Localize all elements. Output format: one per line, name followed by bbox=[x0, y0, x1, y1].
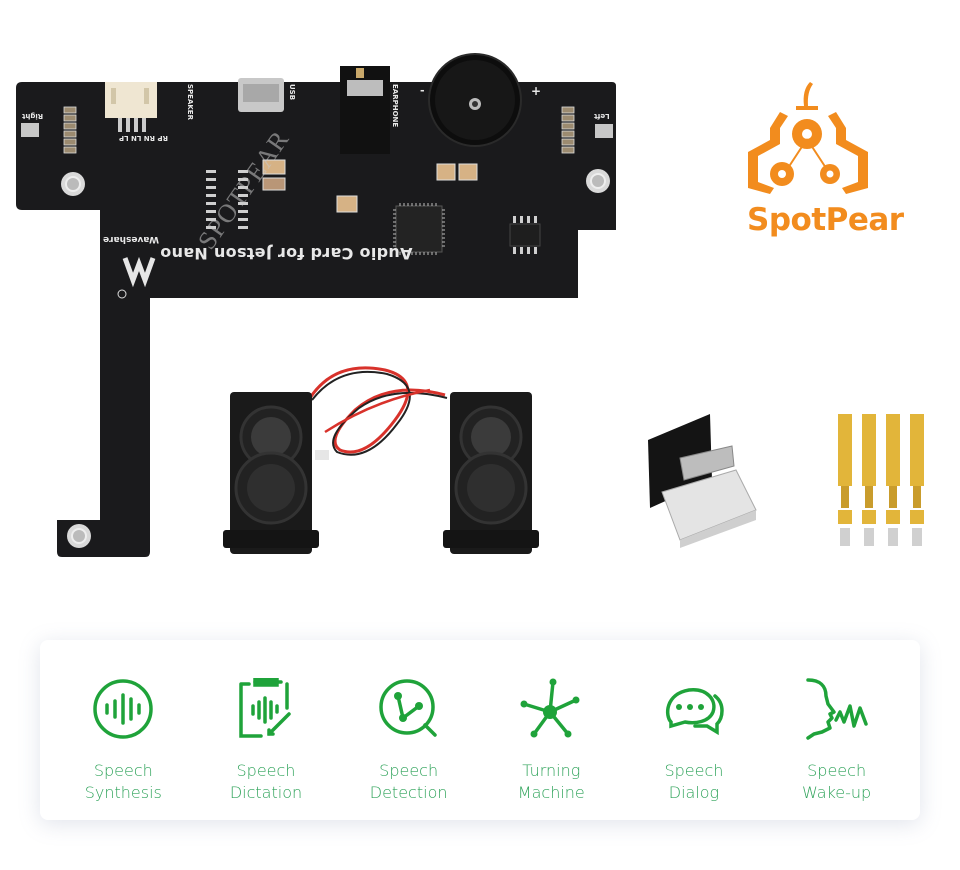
feature-speech-wake-up: Speech Wake-up bbox=[767, 674, 907, 804]
label-speaker: SPEAKER bbox=[186, 84, 194, 120]
feature-label-line1: Speech bbox=[807, 761, 867, 780]
feature-label-line1: Speech bbox=[664, 761, 724, 780]
speakers-image bbox=[215, 360, 545, 565]
network-star-icon bbox=[516, 674, 586, 744]
feature-speech-dialog: Speech Dialog bbox=[624, 674, 764, 804]
board-title: Audio Card for Jetson Nano bbox=[160, 244, 413, 263]
pcb-illustration bbox=[16, 53, 616, 557]
label-usb: USB bbox=[288, 84, 296, 101]
feature-turning-machine: Turning Machine bbox=[481, 674, 621, 804]
chat-bubbles-icon bbox=[659, 674, 729, 744]
label-pins: RP RN LN LP bbox=[119, 134, 168, 142]
feature-label-line2: Machine bbox=[517, 783, 585, 802]
pear-gears-icon bbox=[748, 82, 868, 194]
feature-label-line2: Dialog bbox=[668, 783, 720, 802]
feature-speech-detection: Speech Detection bbox=[339, 674, 479, 804]
feature-speech-dictation: Speech Dictation bbox=[196, 674, 336, 804]
label-minus: - bbox=[420, 84, 425, 97]
spotpear-logo-text: SpotPear bbox=[747, 202, 904, 238]
speakers-illustration bbox=[223, 366, 539, 554]
feature-label-line2: Wake-up bbox=[802, 783, 872, 802]
label-left: Left bbox=[594, 112, 610, 120]
board-brand: Waveshare bbox=[103, 234, 160, 244]
magnifier-graph-icon bbox=[374, 674, 444, 744]
label-right: Right bbox=[22, 112, 44, 120]
feature-speech-synthesis: Speech Synthesis bbox=[53, 674, 193, 804]
feature-label-line2: Synthesis bbox=[84, 783, 162, 802]
feature-label-line1: Speech bbox=[236, 761, 296, 780]
label-earphone: EARPHONE bbox=[391, 84, 399, 128]
usb-adapter-image bbox=[640, 410, 760, 550]
clipboard-pen-icon bbox=[231, 674, 301, 744]
features-card: Speech Synthesis Speech Dictation Sp bbox=[40, 640, 920, 820]
standoffs-illustration bbox=[838, 414, 924, 546]
sound-wave-circle-icon bbox=[88, 674, 158, 744]
face-voice-icon bbox=[802, 674, 872, 744]
feature-label-line1: Turning bbox=[522, 761, 581, 780]
feature-label-line2: Dictation bbox=[229, 783, 303, 802]
audio-card-board: Audio Card for Jetson Nano Waveshare Rig… bbox=[0, 0, 620, 570]
feature-label-line1: Speech bbox=[93, 761, 153, 780]
feature-label-line1: Speech bbox=[379, 761, 439, 780]
usb-adapter-illustration bbox=[648, 414, 757, 548]
feature-label-line2: Detection bbox=[369, 783, 448, 802]
copper-standoffs-image bbox=[830, 410, 935, 550]
label-plus: + bbox=[531, 84, 542, 98]
spotpear-logo bbox=[740, 76, 880, 246]
